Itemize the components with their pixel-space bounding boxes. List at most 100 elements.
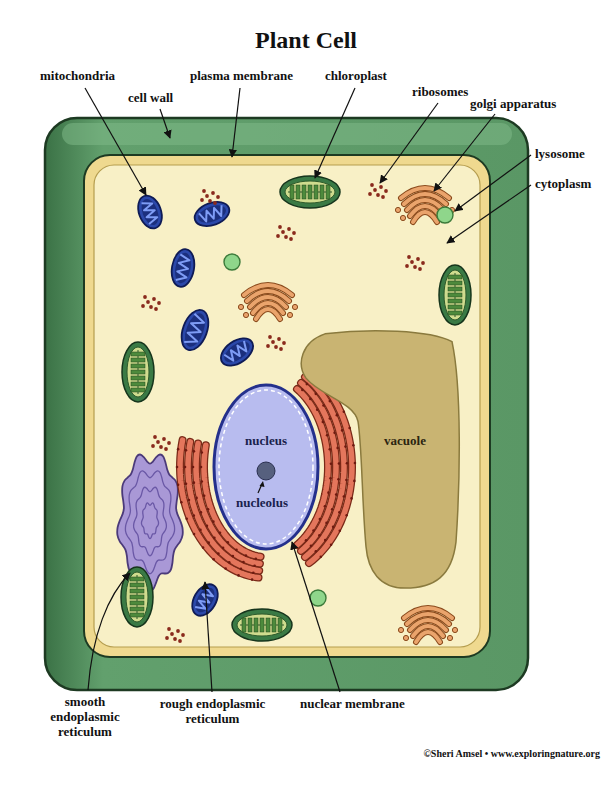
organelle-name: nucleus — [245, 433, 287, 448]
cristae — [224, 341, 249, 363]
part-label: ribosomes — [412, 84, 468, 99]
mitochondrion — [169, 247, 197, 288]
leader-line — [292, 542, 340, 692]
granum — [448, 311, 462, 315]
er-ribosome — [251, 578, 254, 581]
chloroplast-stroma — [285, 181, 335, 203]
ribosome — [164, 447, 168, 451]
part-label: rough endoplasmic reticulum — [150, 696, 275, 726]
er-ribosome — [201, 480, 204, 483]
leader-line — [455, 155, 531, 211]
granum — [266, 618, 270, 632]
nuclear-pores — [219, 390, 313, 544]
er-ribosome — [306, 383, 309, 386]
er-ribosome — [310, 545, 313, 548]
ribosome — [418, 267, 422, 271]
er-ribosome — [332, 526, 335, 529]
ribosome — [274, 345, 278, 349]
copyright-note: ©Sheri Amsel • www.exploringnature.org — [423, 748, 600, 760]
er-ribosome — [315, 550, 318, 553]
er-ribosome — [336, 414, 339, 417]
ribosome — [159, 445, 163, 449]
ribosome — [407, 255, 411, 259]
chloroplast-outer — [280, 176, 340, 208]
chloroplast-stroma — [444, 270, 466, 320]
ribosome — [170, 632, 174, 636]
er-ribosome — [324, 539, 327, 542]
mitochondrion-inner — [221, 338, 253, 367]
er-ribosome — [185, 482, 188, 485]
er-ribosome — [345, 479, 348, 482]
cell-wall-highlight — [62, 123, 512, 145]
golgi-vesicle — [292, 304, 297, 309]
leader-line — [160, 109, 170, 138]
ribosome-cluster — [266, 335, 286, 351]
er-ribosome — [201, 451, 204, 454]
ribosome — [165, 636, 169, 640]
ribosome — [146, 300, 150, 304]
er-ribosome — [219, 531, 222, 534]
nucleolus — [257, 462, 275, 480]
er-ribosome — [337, 478, 340, 481]
er-ribosome — [193, 481, 196, 484]
er-ribosome — [255, 558, 258, 561]
er-ribosome — [348, 427, 351, 430]
ribosome-cluster — [405, 255, 425, 271]
ribosome — [208, 199, 212, 203]
er-ribosome — [319, 556, 322, 559]
part-label: smooth endoplasmic reticulum — [35, 694, 135, 739]
plasma-membrane — [84, 155, 490, 657]
er-ribosome — [185, 449, 188, 452]
granum — [131, 382, 145, 386]
er-ribosome — [188, 499, 191, 502]
granum — [448, 293, 462, 297]
golgi-cisterna — [256, 309, 280, 319]
er-ribosome — [343, 495, 346, 498]
granum — [248, 618, 252, 632]
smooth-er — [117, 454, 183, 591]
er-ribosome — [206, 524, 209, 527]
ribosome — [141, 304, 145, 308]
er-ribosome — [341, 429, 344, 432]
er-ribosome — [336, 447, 339, 450]
leader-line — [434, 114, 495, 191]
granum — [131, 370, 145, 374]
er-ribosome — [346, 462, 349, 465]
ribosome — [281, 230, 285, 234]
ribosome — [373, 188, 377, 192]
golgi-vesicle — [398, 627, 403, 632]
ribosome — [156, 440, 160, 444]
mitochondrion-outer — [216, 333, 258, 372]
granum — [131, 352, 145, 356]
ribosome — [292, 231, 296, 235]
granum — [131, 376, 145, 380]
leader-line — [232, 88, 240, 157]
leader-line — [88, 573, 130, 690]
ribosome — [157, 301, 161, 305]
golgi-vesicle — [447, 635, 452, 640]
er-ribosome — [202, 546, 205, 549]
ribosome — [370, 183, 374, 187]
chloroplast-outer — [232, 609, 292, 641]
ribosome — [202, 189, 206, 193]
ribosome — [173, 637, 177, 641]
er-ribosome — [207, 508, 210, 511]
granum — [242, 618, 246, 632]
granum — [130, 613, 144, 617]
er-ribosome — [213, 536, 216, 539]
ribosome — [153, 435, 157, 439]
nucleus-outline — [212, 383, 320, 551]
er-ribosome — [350, 497, 353, 500]
organelles — [117, 176, 471, 643]
chloroplast — [280, 176, 340, 208]
organelle-name: vacuole — [384, 433, 426, 448]
ribosome — [213, 201, 217, 205]
granum — [130, 583, 144, 587]
part-label: lysosome — [535, 146, 585, 161]
er-ribosome — [329, 400, 332, 403]
ribosome — [268, 335, 272, 339]
granum — [130, 589, 144, 593]
ribosome — [413, 265, 417, 269]
er-ribosome — [338, 462, 341, 465]
smooth-er-body — [117, 454, 183, 591]
